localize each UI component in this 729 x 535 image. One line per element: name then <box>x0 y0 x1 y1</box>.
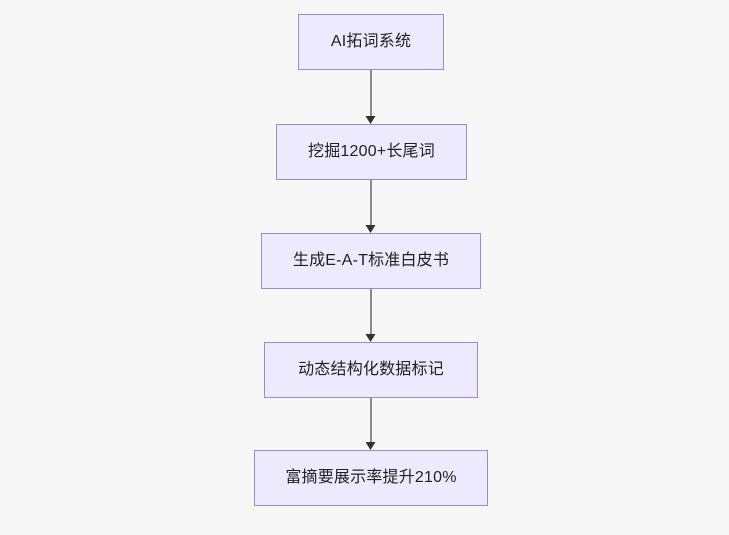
flow-node-eat-whitepaper[interactable]: 生成E-A-T标准白皮书 <box>261 233 481 289</box>
connector-line <box>370 180 372 225</box>
flow-node-label: 富摘要展示率提升210% <box>285 469 457 487</box>
arrowhead-icon <box>365 115 376 124</box>
connector-line <box>370 289 372 334</box>
flow-node-structured-data-markup[interactable]: 动态结构化数据标记 <box>264 342 478 398</box>
flow-node-label: 生成E-A-T标准白皮书 <box>292 252 450 270</box>
connector-line <box>370 70 372 116</box>
arrowhead-icon <box>365 333 376 342</box>
flow-node-longtail-mining[interactable]: 挖掘1200+长尾词 <box>276 124 467 180</box>
flow-node-ai-keyword-system[interactable]: AI拓词系统 <box>298 14 444 70</box>
flow-node-label: AI拓词系统 <box>330 33 412 51</box>
connector-line <box>370 398 372 442</box>
flow-node-label: 动态结构化数据标记 <box>298 361 444 379</box>
flow-node-rich-snippet-result[interactable]: 富摘要展示率提升210% <box>254 450 488 506</box>
arrowhead-icon <box>365 441 376 450</box>
flow-node-label: 挖掘1200+长尾词 <box>308 143 435 161</box>
arrowhead-icon <box>365 224 376 233</box>
